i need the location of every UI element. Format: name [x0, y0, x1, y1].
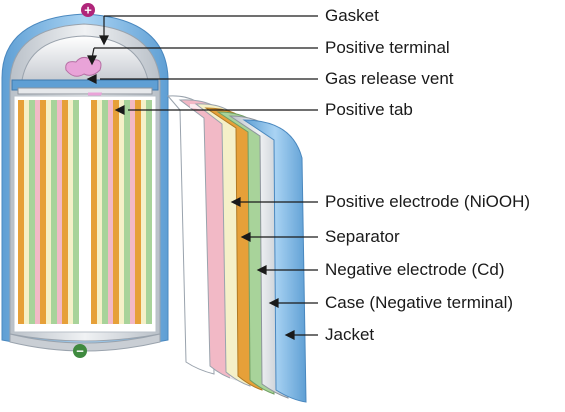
- label-gas-release-vent: Gas release vent: [325, 69, 454, 88]
- jacket-sheet: [242, 119, 307, 403]
- label-gasket: Gasket: [325, 6, 379, 25]
- positive-terminal-plate: [17, 87, 153, 95]
- leader-lines: [86, 15, 318, 340]
- label-separator: Separator: [325, 227, 400, 246]
- separator-sheet-back: [166, 95, 215, 375]
- svg-text:+: +: [84, 3, 92, 18]
- label-case: Case (Negative terminal): [325, 293, 514, 312]
- bottom-cap: [9, 333, 161, 352]
- svg-text:−: −: [76, 344, 84, 359]
- label-negative-electrode: Negative electrode (Cd): [325, 260, 505, 279]
- label-jacket: Jacket: [325, 325, 375, 344]
- electrode-strips-left: [18, 100, 79, 324]
- case-sheet: [228, 115, 289, 399]
- label-positive-electrode: Positive electrode (NiOOH): [325, 192, 531, 211]
- label-positive-terminal: Positive terminal: [325, 38, 450, 57]
- unrolled-layers: [166, 95, 307, 403]
- negative-polarity-mark: −: [73, 344, 87, 359]
- electrode-strips-right: [91, 100, 152, 324]
- positive-polarity-mark: +: [81, 3, 95, 18]
- label-positive-tab: Positive tab: [325, 100, 413, 119]
